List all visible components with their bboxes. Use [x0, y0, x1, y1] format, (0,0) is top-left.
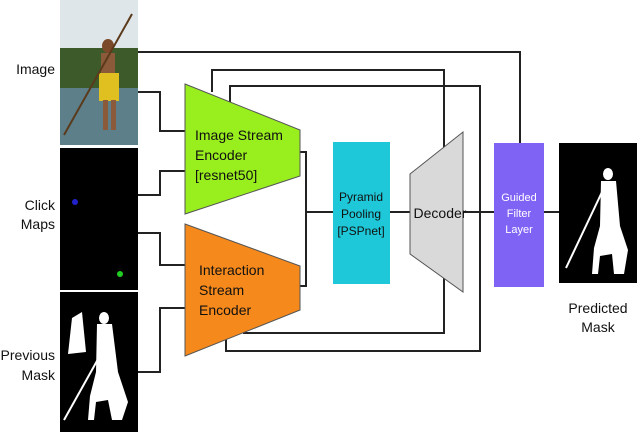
image-label: Image — [16, 61, 55, 77]
click-maps-label-line2: Maps — [21, 216, 55, 232]
previous-mask-label-line1: Previous — [1, 347, 55, 363]
guided-filter-label-line3: Layer — [505, 224, 533, 236]
input-image-thumbnail — [60, 0, 138, 145]
negative-click-dot — [72, 199, 78, 205]
previous-mask-thumbnail — [60, 292, 138, 432]
predicted-mask-thumbnail — [559, 143, 637, 283]
interaction-encoder-label-line3: Encoder — [199, 302, 251, 318]
image-encoder-label-line1: Image Stream — [195, 127, 283, 143]
pyramid-pooling-block — [333, 142, 390, 284]
pyramid-pooling-label-line1: Pyramid — [339, 190, 383, 204]
interaction-encoder-label-line1: Interaction — [199, 262, 264, 278]
image-stream-encoder-block — [184, 83, 301, 215]
image-encoder-label-line2: Encoder — [195, 147, 247, 163]
guided-filter-label-line2: Filter — [507, 208, 532, 220]
pyramid-pooling-label-line3: [PSPnet] — [337, 224, 384, 238]
image-encoder-label-line3: [resnet50] — [195, 167, 257, 183]
decoder-label: Decoder — [414, 205, 467, 221]
decoder-block — [409, 130, 464, 293]
pyramid-pooling-label-line2: Pooling — [341, 207, 381, 221]
guided-filter-label-line1: Guided — [501, 192, 536, 204]
click-maps-label-line1: Click — [25, 197, 56, 213]
previous-mask-label-line2: Mask — [22, 367, 56, 383]
positive-click-dot — [117, 271, 123, 277]
interaction-stream-encoder-block — [184, 223, 301, 357]
predicted-mask-label-line2: Mask — [581, 319, 615, 335]
predicted-mask-label-line1: Predicted — [568, 300, 627, 316]
click-maps-thumbnail — [60, 148, 138, 290]
guided-filter-layer-block — [494, 143, 544, 287]
interaction-encoder-label-line2: Stream — [199, 282, 244, 298]
